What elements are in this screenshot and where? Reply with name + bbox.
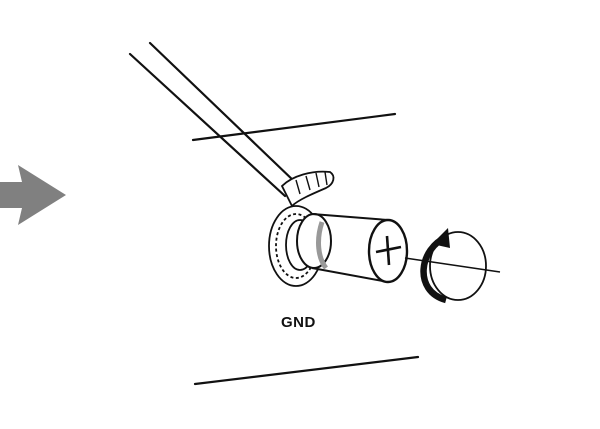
panel-top-edge-line (191, 112, 397, 142)
screw-axis-line (404, 257, 501, 273)
ground-wire (128, 41, 298, 198)
gnd-label: GND (281, 314, 316, 331)
panel-lines (191, 112, 420, 386)
wire-loop (280, 170, 335, 208)
arrow-right-icon (0, 165, 66, 225)
clockwise-rotation-icon (420, 228, 487, 304)
terminal-post (296, 213, 409, 284)
panel-bottom-edge-line (193, 355, 420, 386)
